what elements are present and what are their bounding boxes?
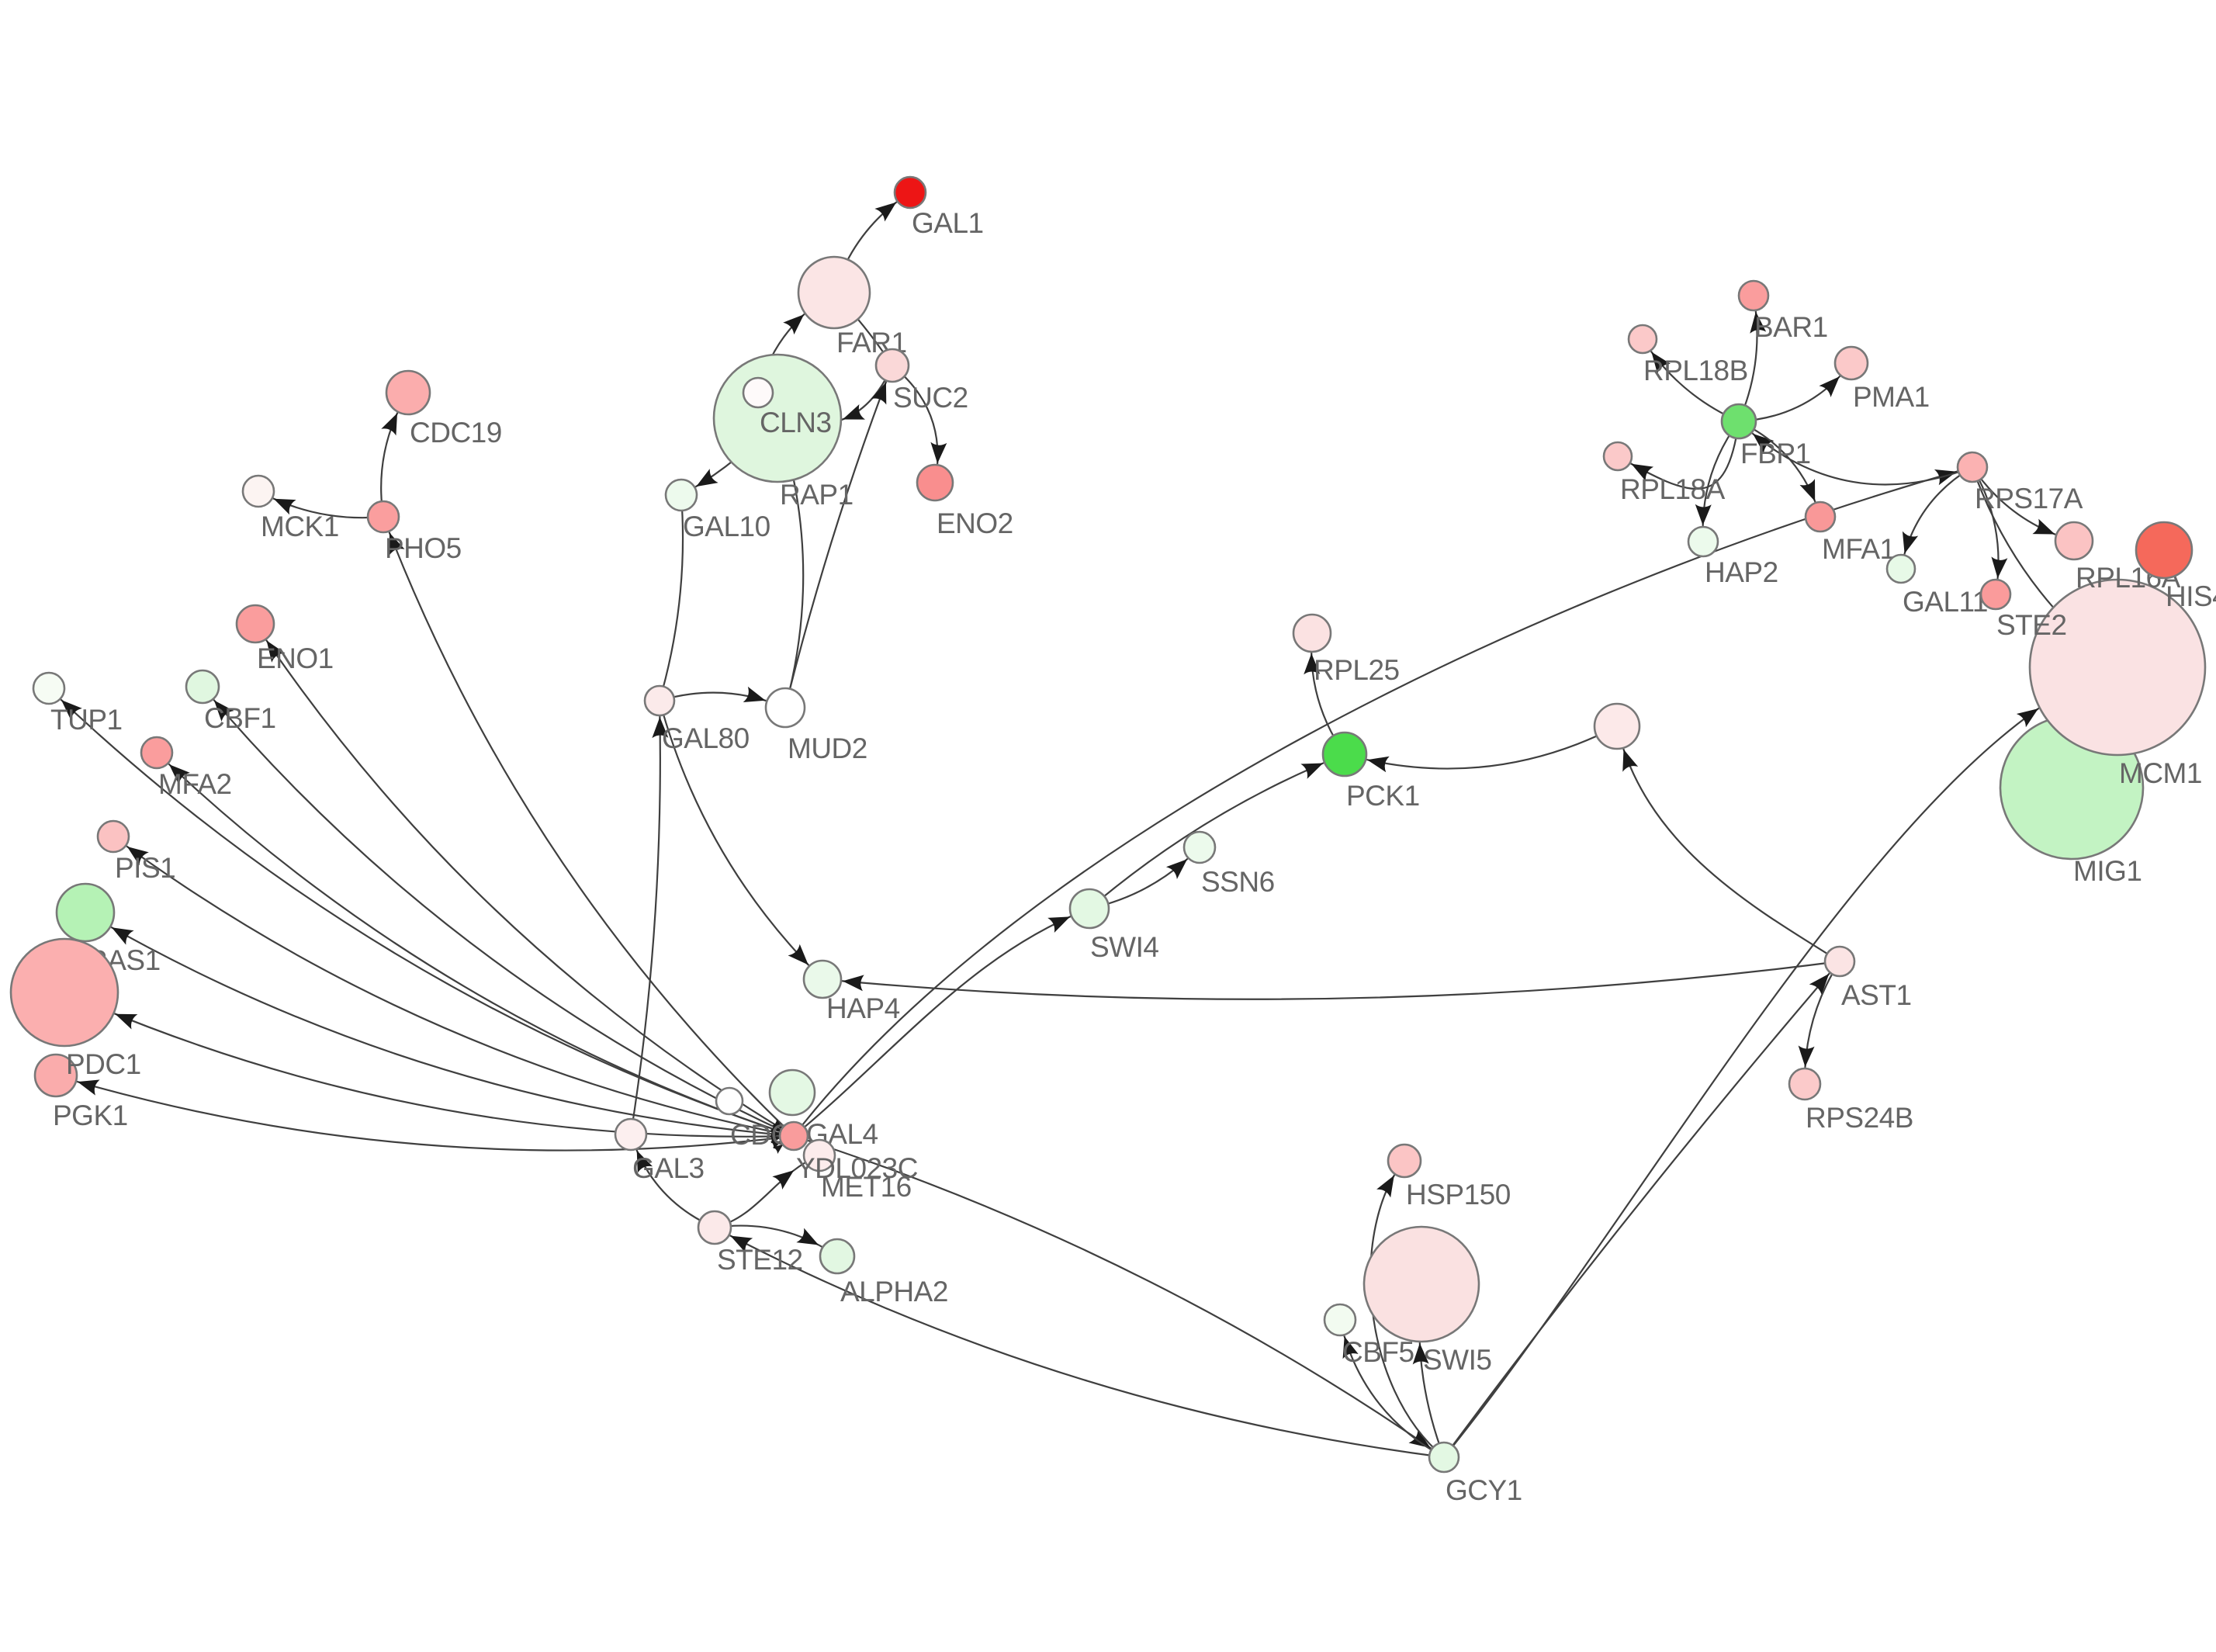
- svg-text:GAL80: GAL80: [662, 722, 750, 754]
- svg-text:SSN6: SSN6: [1201, 866, 1275, 898]
- svg-text:PIS1: PIS1: [115, 852, 175, 884]
- svg-text:HAP2: HAP2: [1705, 556, 1778, 588]
- svg-text:MUD2: MUD2: [788, 732, 867, 764]
- svg-text:FBP1: FBP1: [1740, 438, 1811, 469]
- svg-text:PMA1: PMA1: [1853, 381, 1930, 413]
- svg-text:STE12: STE12: [717, 1244, 803, 1276]
- svg-text:YDL023C: YDL023C: [796, 1152, 918, 1184]
- svg-text:PGK1: PGK1: [53, 1100, 128, 1131]
- svg-text:SUC2: SUC2: [893, 382, 968, 414]
- svg-text:CLN3: CLN3: [760, 407, 832, 438]
- svg-text:ENO1: ENO1: [257, 642, 334, 674]
- svg-text:RAP1: RAP1: [780, 479, 854, 511]
- svg-text:MFA2: MFA2: [158, 768, 232, 800]
- svg-text:GAL10: GAL10: [683, 511, 770, 542]
- svg-text:HAP4: HAP4: [826, 992, 900, 1024]
- svg-text:CBF5: CBF5: [1342, 1336, 1414, 1368]
- svg-text:RPL18B: RPL18B: [1643, 355, 1748, 386]
- svg-text:SWI4: SWI4: [1090, 931, 1158, 963]
- svg-text:RPS17A: RPS17A: [1975, 483, 2083, 514]
- svg-text:MFA1: MFA1: [1822, 533, 1896, 565]
- svg-text:GAL3: GAL3: [632, 1152, 705, 1184]
- svg-text:RPS24B: RPS24B: [1806, 1102, 1913, 1134]
- svg-text:MCM1: MCM1: [2119, 757, 2202, 789]
- svg-text:CDC19: CDC19: [410, 417, 502, 448]
- svg-text:PCK1: PCK1: [1346, 780, 1420, 812]
- svg-text:HIS4: HIS4: [2166, 580, 2216, 612]
- svg-text:MIG1: MIG1: [2073, 855, 2142, 887]
- svg-text:GAL11: GAL11: [1903, 586, 1988, 618]
- svg-text:CBF1: CBF1: [204, 702, 276, 734]
- svg-text:TUP1: TUP1: [50, 704, 123, 736]
- svg-text:PHO5: PHO5: [385, 532, 462, 564]
- svg-text:MET16: MET16: [821, 1171, 912, 1203]
- svg-text:GAL1: GAL1: [912, 207, 984, 239]
- svg-text:ENO2: ENO2: [937, 507, 1013, 539]
- svg-text:AST1: AST1: [1841, 979, 1912, 1011]
- svg-text:HSP150: HSP150: [1406, 1179, 1511, 1210]
- svg-text:STE2: STE2: [1996, 609, 2067, 641]
- svg-text:SWI5: SWI5: [1423, 1344, 1491, 1376]
- svg-text:RPL18A: RPL18A: [1620, 473, 1726, 505]
- svg-text:GCY1: GCY1: [1446, 1474, 1522, 1506]
- svg-text:MCK1: MCK1: [261, 511, 339, 542]
- svg-text:BAR1: BAR1: [1754, 311, 1828, 343]
- svg-text:ALPHA2: ALPHA2: [840, 1276, 948, 1307]
- svg-text:PDC1: PDC1: [66, 1048, 141, 1080]
- svg-text:RPL25: RPL25: [1314, 654, 1400, 686]
